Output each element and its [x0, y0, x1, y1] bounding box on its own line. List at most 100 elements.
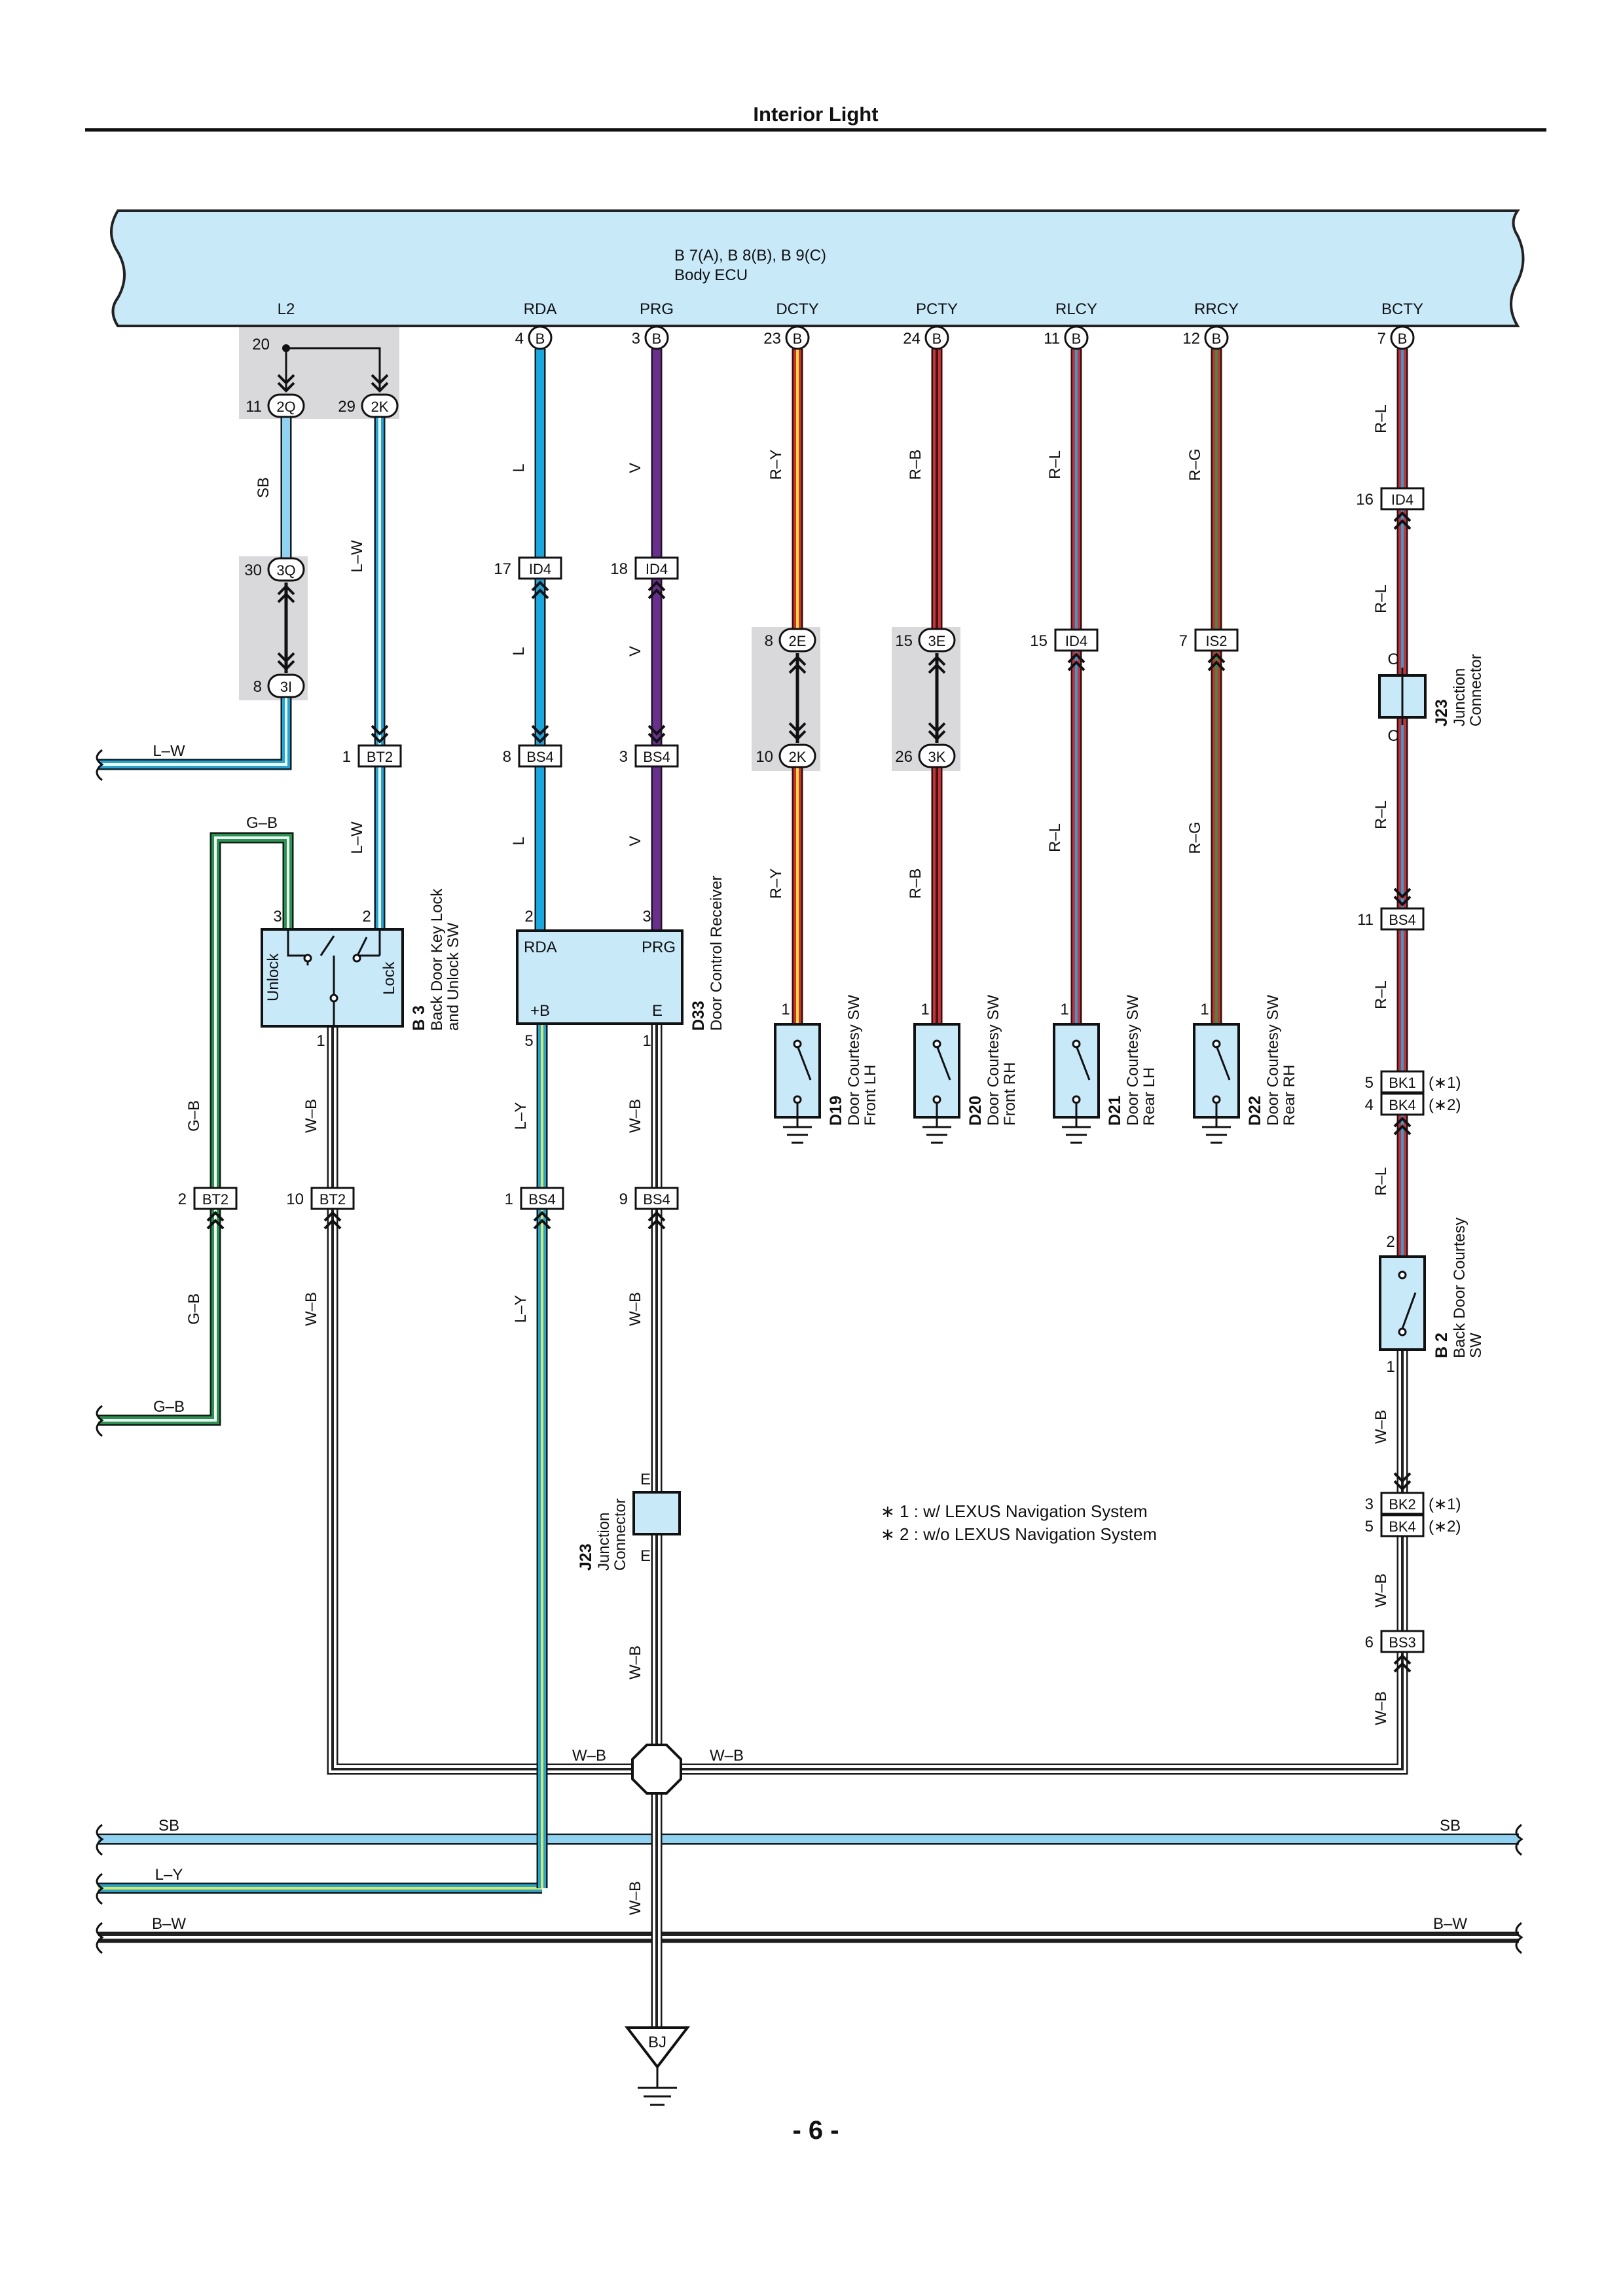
svg-text:E: E: [640, 1471, 651, 1488]
svg-text:17: 17: [494, 560, 511, 578]
terminal-rrcy: RRCY: [1194, 300, 1239, 318]
svg-text:J23: J23: [1432, 699, 1451, 726]
label-v-3: V: [627, 836, 644, 846]
svg-text:1: 1: [1060, 1001, 1068, 1018]
arrow-bs4-8: [531, 725, 549, 744]
label-sb-bus-left: SB: [158, 1817, 179, 1835]
label-ly-bus: L–Y: [155, 1866, 183, 1884]
svg-text:D20: D20: [966, 1096, 985, 1126]
svg-text:BS4: BS4: [643, 1191, 670, 1208]
label-gb-1: G–B: [185, 1100, 203, 1132]
connector-bk4-4: BK4 4 (∗2): [1365, 1092, 1461, 1116]
label-gb-2: G–B: [185, 1293, 203, 1325]
svg-text:5: 5: [1365, 1518, 1374, 1535]
svg-text:2K: 2K: [789, 749, 807, 765]
svg-text:B 2: B 2: [1432, 1333, 1451, 1358]
ecu-pin-rlcy-num: 11: [1044, 330, 1060, 348]
label-ry-2: R–Y: [767, 869, 785, 899]
svg-text:1: 1: [781, 1001, 790, 1018]
connector-bt2-2: BT2 2: [178, 1187, 238, 1210]
svg-text:26: 26: [895, 748, 913, 766]
page-title: Interior Light: [753, 103, 878, 126]
wire-gb-feed: [98, 1209, 221, 1426]
svg-text:(∗2): (∗2): [1429, 1096, 1461, 1114]
l2-fork: 20: [252, 336, 381, 389]
d33-plus-b: +B: [530, 1002, 550, 1020]
svg-text:BS4: BS4: [643, 749, 670, 765]
b3-pin-2: 2: [362, 908, 371, 925]
svg-text:3Q: 3Q: [276, 562, 295, 579]
svg-text:D22: D22: [1246, 1096, 1264, 1126]
ecu-pin-rda: B 4: [515, 325, 553, 350]
svg-text:8: 8: [253, 678, 262, 696]
arrow-bs4-1: [533, 1211, 551, 1230]
wire-wb-bt2-splice: [327, 1209, 632, 1775]
label-wb-d33-2: W–B: [627, 1292, 644, 1326]
arrow-3q: [277, 584, 295, 603]
ecu-pin-dcty-conn: B: [793, 331, 803, 347]
arrow-bt2-10: [323, 1211, 342, 1230]
b3-code: B 3: [410, 1005, 428, 1031]
label-l-1: L: [510, 463, 528, 472]
wire-gb-loop: [210, 832, 294, 1188]
label-ly-1: L–Y: [512, 1102, 530, 1130]
connector-2q: 2Q 11: [246, 393, 305, 418]
ground-bj: BJ: [624, 2026, 691, 2106]
arrow-2k: [788, 722, 807, 741]
svg-text:1: 1: [342, 748, 351, 766]
arrow-3k: [928, 722, 946, 741]
label-wb-ground: W–B: [627, 1881, 644, 1915]
label-gb-top: G–B: [246, 814, 278, 832]
svg-text:2: 2: [1386, 1233, 1395, 1251]
ecu-pin-bcty-num: 7: [1377, 330, 1386, 348]
svg-text:3: 3: [619, 748, 628, 766]
connector-2k-top: 2K 29: [338, 393, 399, 418]
svg-text:15: 15: [895, 632, 913, 650]
component-d19: 1 D19 Door Courtesy SW Front LH: [774, 995, 879, 1144]
connector-bs4-11: BS4 11: [1357, 907, 1425, 931]
svg-text:Junction: Junction: [1451, 668, 1468, 726]
ecu-pin-prg-conn: B: [652, 331, 662, 347]
svg-text:3: 3: [1365, 1496, 1374, 1513]
splice-point: [631, 1744, 682, 1795]
label-rl-back-2: R–L: [1372, 584, 1390, 613]
d33-prg: PRG: [642, 939, 676, 956]
svg-text:D21: D21: [1106, 1096, 1124, 1126]
component-b2: 2 1 B 2 Back Door Courtesy SW: [1379, 1217, 1485, 1376]
label-wb-splice-right: W–B: [710, 1747, 744, 1765]
svg-text:3E: 3E: [928, 633, 946, 649]
svg-text:15: 15: [1030, 632, 1048, 650]
ecu-pin-rlcy: B 11: [1044, 325, 1089, 350]
wire-break-gb: [96, 1405, 104, 1437]
label-rl-back-4: R–L: [1372, 980, 1390, 1009]
svg-text:Front LH: Front LH: [862, 1065, 879, 1126]
svg-text:1: 1: [1386, 1358, 1395, 1376]
svg-text:SW: SW: [1467, 1333, 1485, 1358]
arrow-bs4-11: [1393, 888, 1412, 906]
wire-wb-back-3: [681, 1652, 1408, 1775]
label-rl-rear-2: R–L: [1046, 823, 1064, 852]
connector-2k-mid: 2K 10: [756, 744, 816, 768]
svg-text:Door Courtesy SW: Door Courtesy SW: [985, 995, 1002, 1126]
svg-text:(∗1): (∗1): [1429, 1074, 1461, 1092]
connector-bs4-3: BS4 3: [619, 744, 679, 768]
label-ry-1: R–Y: [767, 450, 785, 480]
svg-text:18: 18: [610, 560, 628, 578]
svg-text:Front RH: Front RH: [1001, 1062, 1019, 1126]
label-l-2: L: [510, 647, 528, 655]
label-sb-l2: SB: [255, 477, 272, 498]
label-sb-bus-right: SB: [1440, 1817, 1461, 1835]
d33-name: Door Control Receiver: [708, 876, 725, 1031]
wire-labels: SBL–WL–WLLLVVVR–YR–YR–BR–BR–LR–LR–GR–GR–…: [152, 404, 1467, 1933]
svg-text:29: 29: [338, 398, 356, 416]
svg-text:BK4: BK4: [1389, 1097, 1416, 1113]
d33-pin-1: 1: [642, 1032, 651, 1050]
ecu-pin-rda-conn: B: [536, 331, 545, 347]
label-wb-back-3: W–B: [1372, 1691, 1390, 1725]
connector-bs3-6: BS3 6: [1365, 1630, 1425, 1653]
svg-text:J23: J23: [577, 1543, 595, 1571]
label-wb-d33-1: W–B: [627, 1099, 644, 1133]
arrow-bs4-9: [647, 1211, 666, 1230]
svg-text:4: 4: [1365, 1096, 1374, 1114]
